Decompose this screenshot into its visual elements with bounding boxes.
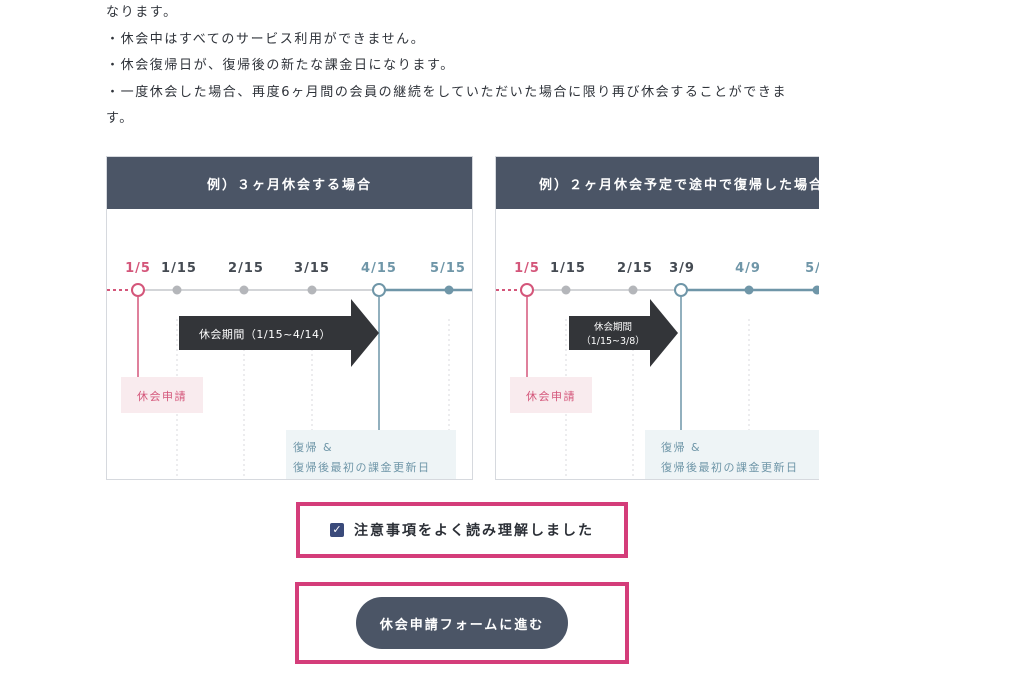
dot bbox=[561, 285, 571, 295]
notes-section: なります。 ・休会中はすべてのサービス利用ができません。 ・休会復帰日が、復帰後… bbox=[106, 0, 826, 133]
dot bbox=[239, 285, 249, 295]
apply-label: 休会申請 bbox=[137, 389, 187, 403]
dot bbox=[307, 285, 317, 295]
dot-return bbox=[372, 283, 386, 297]
dot-return bbox=[674, 283, 688, 297]
example-card-1-title: 例）３ヶ月休会する場合 bbox=[107, 157, 472, 209]
dot-apply bbox=[131, 283, 145, 297]
note-line: ・一度休会した場合、再度6ヶ月間の会員の継続をしていただいた場合に限り再び休会す… bbox=[106, 84, 788, 100]
return-label-line1: 復帰 & bbox=[293, 441, 333, 454]
arrow-label-line2: （1/15~3/8） bbox=[581, 335, 645, 347]
date-label: 4/9 bbox=[735, 261, 761, 276]
apply-label-bg bbox=[510, 377, 592, 413]
checkmark-icon: ✓ bbox=[332, 523, 342, 536]
return-label-line2: 復帰後最初の課金更新日 bbox=[661, 460, 799, 474]
note-line: なります。 bbox=[106, 5, 178, 20]
date-label: 2/15 bbox=[617, 261, 653, 276]
confirm-label[interactable]: 注意事項をよく読み理解しました bbox=[354, 523, 594, 539]
date-label: 2/15 bbox=[228, 261, 264, 276]
return-label-bg bbox=[286, 430, 456, 479]
dot bbox=[172, 285, 182, 295]
suspension-arrow bbox=[569, 299, 678, 367]
arrow-label: 休会期間（1/15~4/14） bbox=[199, 328, 331, 341]
date-label: 1/5 bbox=[514, 261, 540, 276]
example-card-1: 例）３ヶ月休会する場合 1/5 1/15 2/15 3/15 4/15 5/ bbox=[106, 156, 473, 480]
example-card-2-title: 例）２ヶ月休会予定で途中で復帰した場合 bbox=[496, 157, 819, 209]
note-line: ・休会復帰日が、復帰後の新たな課金日になります。 bbox=[106, 58, 455, 73]
confirm-checkbox[interactable]: ✓ bbox=[330, 523, 344, 537]
note-line: す。 bbox=[106, 111, 134, 126]
date-label: 5/ bbox=[805, 261, 819, 276]
apply-label: 休会申請 bbox=[526, 389, 576, 403]
submit-highlight: 休会申請フォームに進む bbox=[295, 582, 629, 664]
date-label: 3/15 bbox=[294, 261, 330, 276]
return-label-line1: 復帰 & bbox=[661, 441, 701, 454]
dot-apply bbox=[520, 283, 534, 297]
dot bbox=[812, 285, 819, 295]
apply-label-bg bbox=[121, 377, 203, 413]
note-line: ・休会中はすべてのサービス利用ができません。 bbox=[106, 31, 426, 47]
dot bbox=[744, 285, 754, 295]
date-label: 5/15 bbox=[430, 261, 466, 276]
date-label: 1/15 bbox=[161, 261, 197, 276]
timeline-2: 1/5 1/15 2/15 3/9 4/9 5/ 休会期間 （1/15~3/8）… bbox=[496, 261, 819, 479]
date-label: 1/5 bbox=[125, 261, 151, 276]
dot bbox=[628, 285, 638, 295]
date-label: 3/9 bbox=[669, 261, 695, 276]
suspension-arrow bbox=[179, 299, 379, 367]
proceed-to-form-button[interactable]: 休会申請フォームに進む bbox=[356, 597, 568, 649]
timeline-1: 1/5 1/15 2/15 3/15 4/15 5/15 休会期間（1/15~4… bbox=[107, 261, 472, 479]
return-label-bg bbox=[645, 430, 819, 479]
example-card-2: 例）２ヶ月休会予定で途中で復帰した場合 1/5 1/15 2/15 3/9 4/… bbox=[495, 156, 819, 480]
confirm-checkbox-area[interactable]: ✓ 注意事項をよく読み理解しました bbox=[296, 502, 628, 558]
return-label-line2: 復帰後最初の課金更新日 bbox=[293, 460, 431, 474]
date-label: 4/15 bbox=[361, 261, 397, 276]
dot bbox=[444, 285, 454, 295]
arrow-label-line1: 休会期間 bbox=[594, 321, 632, 333]
date-label: 1/15 bbox=[550, 261, 586, 276]
